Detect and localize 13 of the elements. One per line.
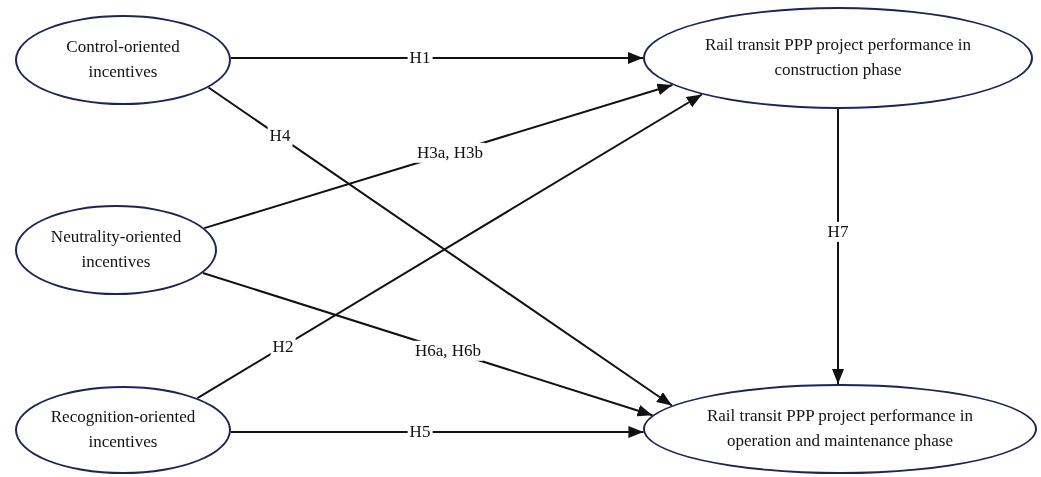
node-label: Control-oriented incentives <box>65 36 181 83</box>
edge-label: H4 <box>267 125 293 147</box>
node-label: Neutrality-oriented incentives <box>49 226 183 273</box>
arrow <box>229 52 644 64</box>
edge-label: H7 <box>825 221 851 243</box>
node-label: Recognition-oriented incentives <box>49 406 197 453</box>
edge-label: H2 <box>270 336 296 358</box>
node-label: Rail transit PPP project performance in construction phase <box>703 34 973 81</box>
arrow <box>229 426 645 438</box>
edge-label: H6a, H6b <box>412 340 484 362</box>
arrow <box>832 108 844 385</box>
edge-label: H3a, H3b <box>414 142 486 164</box>
node-label: Rail transit PPP project performance in operation and maintenance phase <box>705 405 975 452</box>
